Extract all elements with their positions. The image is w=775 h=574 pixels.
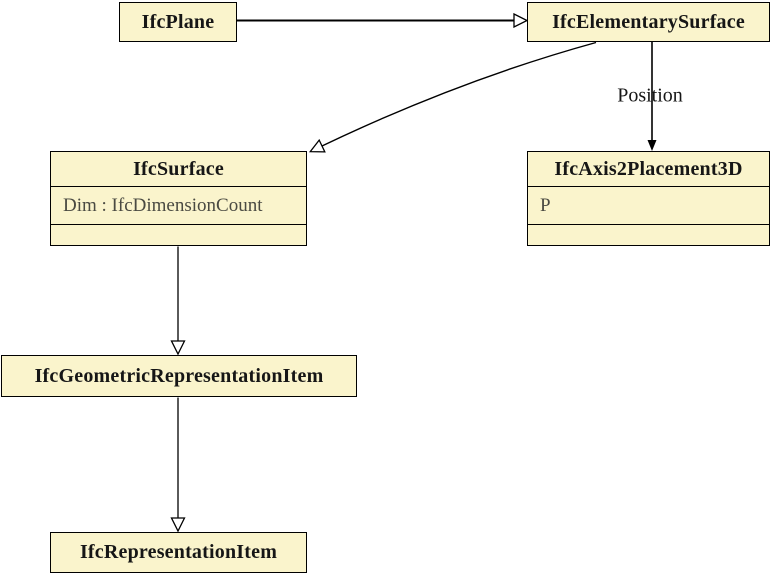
class-empty-compartment <box>528 225 769 245</box>
class-title: IfcSurface <box>51 152 306 187</box>
class-box-ifcsurface: IfcSurface Dim : IfcDimensionCount <box>50 151 307 246</box>
class-title: IfcElementarySurface <box>552 10 745 33</box>
class-box-ifcgeometricrepresentationitem: IfcGeometricRepresentationItem <box>1 355 357 397</box>
class-box-ifcaxis2placement3d: IfcAxis2Placement3D P <box>527 151 770 246</box>
association-label-position: Position <box>617 84 683 107</box>
generalization-arrow-ifcelementarysurface-to-ifcsurface <box>322 41 597 147</box>
class-box-ifcrepresentationitem: IfcRepresentationItem <box>50 532 307 573</box>
class-title: IfcAxis2Placement3D <box>528 152 769 187</box>
class-title: IfcGeometricRepresentationItem <box>34 364 324 387</box>
class-box-ifcplane: IfcPlane <box>119 2 237 42</box>
class-title: IfcPlane <box>141 10 215 33</box>
class-title: IfcRepresentationItem <box>79 541 278 563</box>
class-attribute: Dim : IfcDimensionCount <box>51 187 306 225</box>
class-attribute: P <box>528 187 769 225</box>
class-box-ifcelementarysurface: IfcElementarySurface <box>527 2 770 42</box>
class-empty-compartment <box>51 225 306 245</box>
